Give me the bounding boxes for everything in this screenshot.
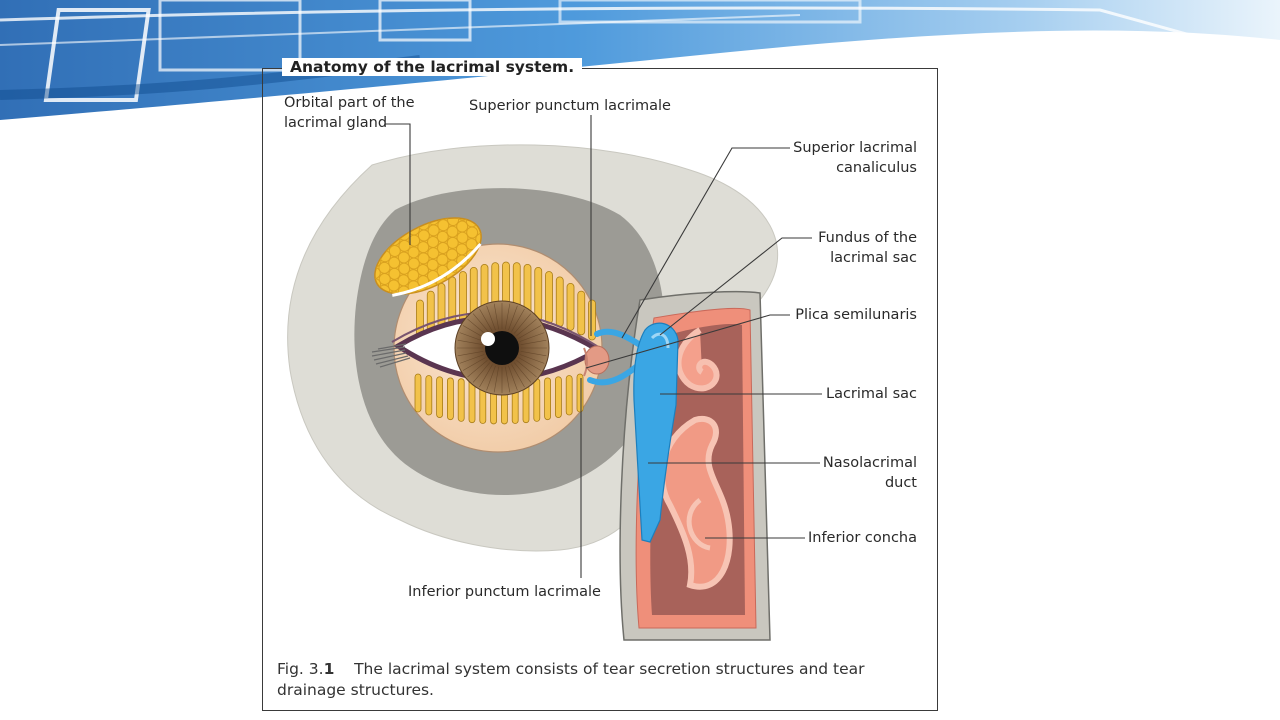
label-inferior-punctum: Inferior punctum lacrimale [408, 584, 601, 600]
leader-fundus [659, 237, 812, 336]
label-nasolacrimal-duct: Nasolacrimal duct [822, 455, 917, 491]
tarsal-gland [555, 376, 562, 418]
tarsal-gland [533, 378, 541, 422]
lacrimal-gland [362, 202, 494, 310]
inferior-concha-scroll [686, 498, 711, 551]
tarsal-gland [577, 290, 586, 336]
label-superior-punctum: Superior punctum lacrimale [469, 98, 671, 114]
label-plica-semilunaris: Plica semilunaris [795, 307, 917, 323]
tarsal-gland [534, 266, 543, 322]
tarsal-gland [544, 377, 551, 421]
caption-number: 1 [323, 660, 335, 678]
tarsal-glands-upper [416, 261, 596, 341]
tarsal-gland [566, 282, 575, 331]
leader-gland [385, 123, 411, 245]
tarsal-gland [457, 378, 465, 422]
middle-concha [675, 327, 720, 392]
figure-title: Anatomy of the lacrimal system. [282, 58, 583, 76]
tarsal-gland [545, 271, 553, 324]
label-fundus: Fundus of the lacrimal sac [818, 230, 917, 266]
eyelashes [371, 343, 411, 368]
tarsal-glands-lower [414, 373, 584, 425]
tarsal-gland [436, 376, 444, 418]
corneal-highlight [481, 332, 495, 346]
figure-frame [262, 68, 938, 711]
tarsal-gland [565, 375, 573, 416]
caruncle [584, 345, 610, 375]
plica-semilunaris [583, 347, 588, 377]
label-lacrimal-sac: Lacrimal sac [826, 386, 917, 402]
tarsal-gland [414, 373, 422, 413]
label-superior-canaliculus: Superior lacrimal canaliculus [793, 140, 917, 176]
tarsal-gland [448, 276, 457, 327]
superior-canaliculus [594, 328, 643, 348]
leader-sup-canaliculus [621, 147, 790, 339]
tarsal-gland [446, 377, 454, 421]
tarsal-gland [588, 299, 596, 341]
figure-caption: Fig. 3.1 The lacrimal system consists of… [277, 659, 929, 701]
label-lacrimal-gland: Orbital part of the lacrimal gland [284, 95, 415, 131]
label-inferior-concha: Inferior concha [807, 530, 917, 546]
tarsal-gland [555, 276, 564, 327]
tarsal-gland [425, 375, 433, 416]
lacrimal-sac-shape [633, 322, 679, 543]
leader-plica [585, 314, 790, 369]
tarsal-gland [576, 373, 584, 413]
caption-prefix: Fig. 3. [277, 660, 324, 678]
caption-text: The lacrimal system consists of tear sec… [277, 660, 865, 699]
